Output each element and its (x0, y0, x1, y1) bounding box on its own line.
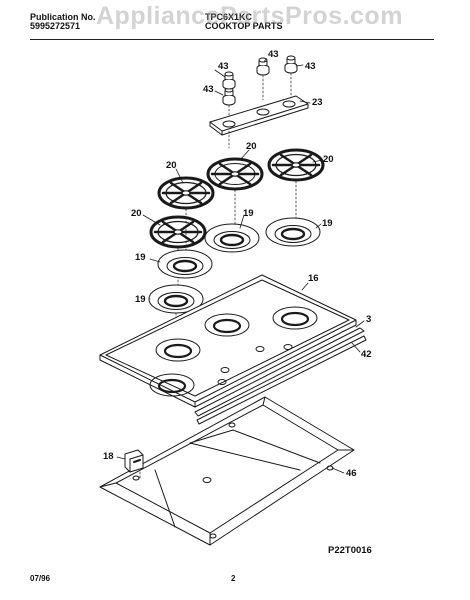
callout-19: 19 (243, 208, 254, 219)
callout-20: 20 (131, 208, 142, 219)
callout-19: 19 (135, 252, 146, 263)
figure-code: P22T0016 (328, 545, 372, 556)
callout-20: 20 (246, 141, 257, 152)
callout-42: 42 (361, 349, 372, 360)
control-panel-part-23 (209, 95, 309, 136)
callout-16: 16 (308, 273, 319, 284)
bracket-part-18 (124, 449, 144, 473)
callout-19: 19 (322, 218, 333, 229)
seal-part-42 (196, 335, 367, 425)
grate-part-20 (267, 148, 325, 182)
knob-part-43 (256, 57, 270, 76)
drip-pan-part-19 (157, 249, 213, 279)
model-number: TPC6X1KC (205, 12, 253, 22)
callout-18: 18 (103, 451, 114, 462)
callout-43: 43 (218, 61, 229, 72)
drip-pan-part-19 (204, 223, 260, 253)
callout-3: 3 (366, 314, 372, 325)
knob-part-43 (222, 71, 236, 90)
grate-part-20 (149, 215, 207, 249)
callout-23: 23 (312, 97, 323, 108)
publication-label: Publication No. (30, 12, 96, 22)
callout-46: 46 (346, 468, 357, 479)
section-title: COOKTOP PARTS (205, 21, 283, 31)
knob-part-43 (284, 55, 298, 74)
callout-43: 43 (203, 84, 214, 95)
burner-box-part-46 (99, 396, 355, 546)
callout-20: 20 (166, 160, 177, 171)
grate-part-20 (206, 157, 264, 191)
drip-pan-part-19 (148, 284, 204, 314)
knob-part-43 (222, 87, 236, 106)
trim-strip-part-3 (194, 327, 365, 417)
publication-number: 5995272571 (30, 21, 81, 31)
grate-part-20 (157, 176, 215, 210)
callout-43: 43 (268, 49, 279, 60)
watermark: AppliancePartsPros.com (96, 2, 403, 30)
callout-20: 20 (323, 154, 334, 165)
revision-date: 07/96 (30, 574, 51, 583)
cooktop-part-16 (99, 274, 357, 408)
leader-lines (116, 58, 365, 474)
callout-43: 43 (305, 61, 316, 72)
page-number: 2 (231, 574, 236, 583)
drip-pan-part-19 (265, 217, 321, 247)
header-rule (30, 39, 434, 40)
callout-19: 19 (135, 294, 146, 305)
